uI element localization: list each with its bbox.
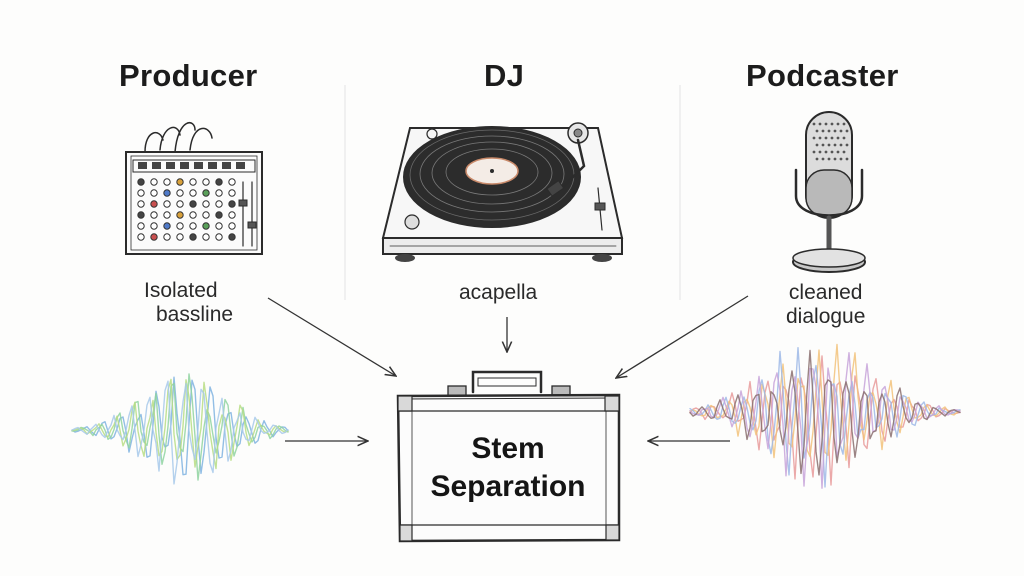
mixer-icon <box>125 122 263 255</box>
caption-podcaster: cleaned dialogue <box>786 281 865 329</box>
caption-producer: Isolated bassline <box>144 279 233 327</box>
waveform-dialogue <box>689 343 961 489</box>
heading-podcaster: Podcaster <box>746 58 899 93</box>
waveform-bass <box>71 373 289 485</box>
center-label-line-1: Stem <box>471 432 545 465</box>
heading-producer: Producer <box>119 58 258 93</box>
arrow-podcaster-to-center <box>616 295 749 378</box>
caption-dj: acapella <box>459 281 537 305</box>
heading-dj: DJ <box>484 58 525 93</box>
caption-podcaster-line-2: dialogue <box>786 305 866 328</box>
arrow-producer-to-center <box>267 297 396 376</box>
caption-producer-line-2: bassline <box>156 303 234 326</box>
turntable-icon <box>381 122 624 262</box>
caption-producer-line-1: Isolated <box>144 279 218 302</box>
center-label: Stem Separation <box>410 430 606 506</box>
briefcase-icon <box>396 370 621 543</box>
caption-podcaster-line-1: cleaned <box>788 281 863 304</box>
microphone-icon <box>792 111 866 273</box>
center-label-line-2: Separation <box>430 470 586 503</box>
caption-dj-line-1: acapella <box>459 281 538 304</box>
